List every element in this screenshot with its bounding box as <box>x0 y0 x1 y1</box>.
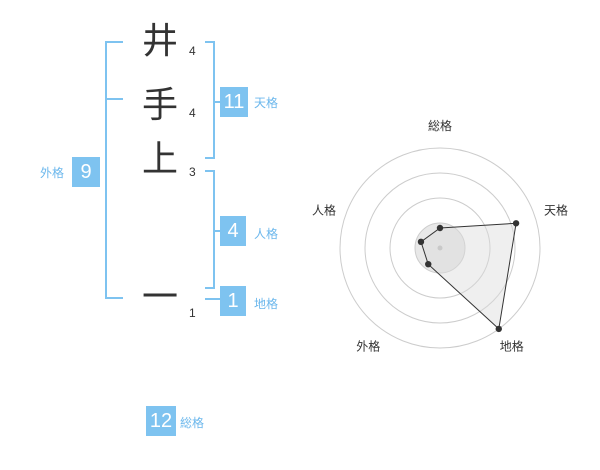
jinkaku-bracket <box>205 170 215 289</box>
radar-axis-label-2: 天格 <box>544 202 568 217</box>
surname-divider-line <box>105 98 123 100</box>
stroke-count-2: 4 <box>189 106 196 120</box>
jinkaku-connector <box>215 230 223 232</box>
tenkaku-badge: 11 <box>220 87 248 117</box>
radar-point-1 <box>436 224 444 232</box>
jinkaku-label: 人格 <box>254 227 279 241</box>
stroke-count-3: 3 <box>189 165 196 179</box>
chikaku-connector <box>205 298 223 300</box>
radar-point-4 <box>425 260 432 268</box>
stroke-count-4: 1 <box>189 306 196 320</box>
radar-point-2 <box>512 220 520 227</box>
radar-grid-ring <box>389 197 491 299</box>
chikaku-label: 地格 <box>254 297 279 311</box>
soukaku-label: 総格 <box>180 416 205 430</box>
stroke-count-1: 4 <box>189 44 196 58</box>
radar-axis-label-4: 外格 <box>356 339 380 354</box>
radar-value-polygon <box>420 222 517 330</box>
chikaku-badge: 1 <box>220 286 246 316</box>
jinkaku-badge: 4 <box>220 216 246 246</box>
gaikaku-label: 外格 <box>40 166 65 180</box>
radar-point-3 <box>495 325 502 333</box>
tenkaku-bracket <box>205 41 215 159</box>
tenkaku-label: 天格 <box>254 96 279 110</box>
gaikaku-badge: 9 <box>72 157 100 187</box>
radar-grid-ring <box>339 147 541 349</box>
radar-grid-ring <box>364 172 516 324</box>
tenkaku-connector <box>215 101 223 103</box>
name-character-2: 手 <box>142 85 179 126</box>
radar-axis-label-3: 地格 <box>500 339 524 354</box>
name-character-4: 一 <box>142 277 179 318</box>
radar-grid-ring <box>414 222 466 274</box>
radar-center-dot <box>437 245 443 251</box>
name-character-3: 上 <box>142 139 179 180</box>
name-character-1: 井 <box>142 21 179 62</box>
radar-axis-label-5: 人格 <box>312 202 336 217</box>
radar-points <box>417 220 520 333</box>
soukaku-badge: 12 <box>146 406 176 436</box>
gaikaku-bracket <box>105 41 123 299</box>
radar-point-5 <box>417 238 425 246</box>
radar-axis-label-1: 総格 <box>428 118 452 133</box>
